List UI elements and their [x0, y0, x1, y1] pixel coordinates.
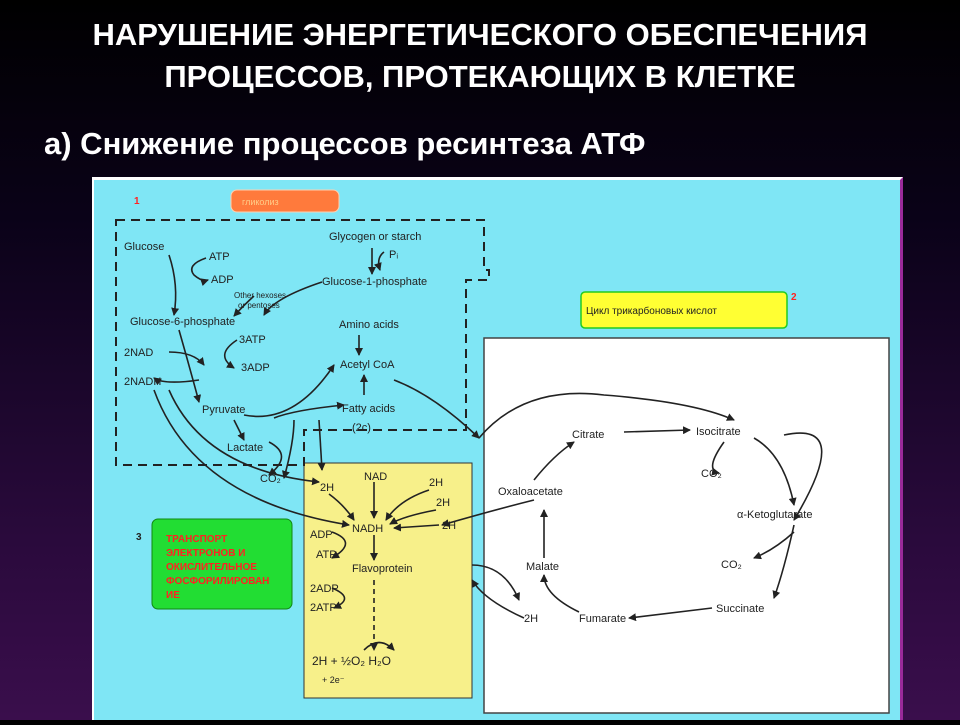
- glucose: Glucose: [124, 241, 164, 253]
- title-line-2: ПРОЦЕССОВ, ПРОТЕКАЮЩИХ В КЛЕТКЕ: [164, 59, 796, 94]
- nadh-2: 2NADH: [124, 376, 161, 388]
- tca-label-box: [580, 291, 788, 329]
- adp-3: 3ADP: [241, 362, 270, 374]
- glycolysis-region: [115, 219, 490, 466]
- tca-arrows: [441, 392, 823, 622]
- tca-co2-b: CO₂: [721, 559, 742, 571]
- glycolysis-label-box: [230, 189, 340, 213]
- tca-malate: Malate: [526, 561, 559, 573]
- transport-label-box: [151, 518, 293, 610]
- tca-co2-a: CO₂: [701, 468, 722, 480]
- tca-isocitrate: Isocitrate: [696, 426, 741, 438]
- etc-electrons: + 2e⁻: [322, 675, 345, 685]
- tca-2h: 2H: [524, 613, 538, 625]
- tca-citrate: Citrate: [572, 429, 604, 441]
- slide-title: НАРУШЕНИЕ ЭНЕРГЕТИЧЕСКОГО ОБЕСПЕЧЕНИЯ ПР…: [0, 14, 960, 98]
- fatty-acids-2c: (2c): [352, 422, 371, 434]
- etc-flavoprotein: Flavoprotein: [352, 563, 413, 575]
- adp-1: ADP: [211, 274, 234, 286]
- etc-2h-c: 2H: [436, 497, 450, 509]
- pyruvate: Pyruvate: [202, 404, 245, 416]
- tca-label: Цикл трикарбоновых кислот: [586, 305, 717, 317]
- transport-l1: ТРАНСПОРТ: [166, 534, 227, 545]
- co2-glyco: CO₂: [260, 473, 281, 485]
- marker-3: 3: [136, 532, 142, 543]
- transport-l3: ОКИСЛИТЕЛЬНОЕ: [166, 562, 257, 573]
- tca-alpha-ketoglutarate: α-Ketoglutarate: [737, 509, 812, 521]
- title-line-1: НАРУШЕНИЕ ЭНЕРГЕТИЧЕСКОГО ОБЕСПЕЧЕНИЯ: [92, 17, 868, 52]
- glycolysis-arrows: [153, 248, 480, 528]
- glycolysis-label: гликолиз: [242, 197, 279, 207]
- transport-l4: ФОСФОРИЛИРОВАН: [166, 576, 269, 587]
- amino-acids: Amino acids: [339, 319, 399, 331]
- fatty-acids: Fatty acids: [342, 403, 396, 415]
- tca-succinate: Succinate: [716, 603, 764, 615]
- etc-arrows: [328, 482, 520, 651]
- glucose-6-phosphate: Glucose-6-phosphate: [130, 316, 235, 328]
- etc-2atp: 2ATP: [310, 602, 337, 614]
- glucose-1-phosphate: Glucose-1-phosphate: [322, 276, 427, 288]
- etc-atp: ATP: [316, 549, 337, 561]
- metabolism-diagram: 1 2 3 гликолиз Цикл трикарбоновых кислот…: [115, 189, 890, 714]
- transport-l5: ИЕ: [166, 590, 180, 601]
- acetyl-coa: Acetyl CoA: [340, 359, 395, 371]
- etc-2h-b: 2H: [429, 477, 443, 489]
- etc-adp: ADP: [310, 529, 333, 541]
- slide-subtitle: а) Снижение процессов ресинтеза АТФ: [44, 126, 646, 161]
- etc-water-reaction: 2H + ½O₂ H₂O: [312, 654, 391, 668]
- transport-l2: ЭЛЕКТРОНОВ И: [166, 548, 245, 559]
- marker-1: 1: [134, 196, 140, 207]
- nad-2: 2NAD: [124, 347, 153, 359]
- lactate: Lactate: [227, 442, 263, 454]
- tca-panel: [483, 337, 890, 714]
- other-hexoses: Other hexoses: [234, 291, 286, 300]
- etc-2adp: 2ADP: [310, 583, 339, 595]
- or-pentoses: or pentoses: [238, 301, 280, 310]
- metabolism-figure: 1 2 3 гликолиз Цикл трикарбоновых кислот…: [92, 177, 903, 720]
- glycogen: Glycogen or starch: [329, 231, 421, 243]
- etc-panel: [303, 462, 473, 699]
- tca-fumarate: Fumarate: [579, 613, 626, 625]
- etc-nad: NAD: [364, 471, 387, 483]
- atp-3: 3ATP: [239, 334, 266, 346]
- atp-1: ATP: [209, 251, 230, 263]
- marker-2: 2: [791, 292, 797, 303]
- etc-2h-a: 2H: [320, 482, 334, 494]
- tca-oxaloacetate: Oxaloacetate: [498, 486, 563, 498]
- etc-nadh: NADH: [352, 523, 383, 535]
- pi: Pᵢ: [389, 249, 398, 261]
